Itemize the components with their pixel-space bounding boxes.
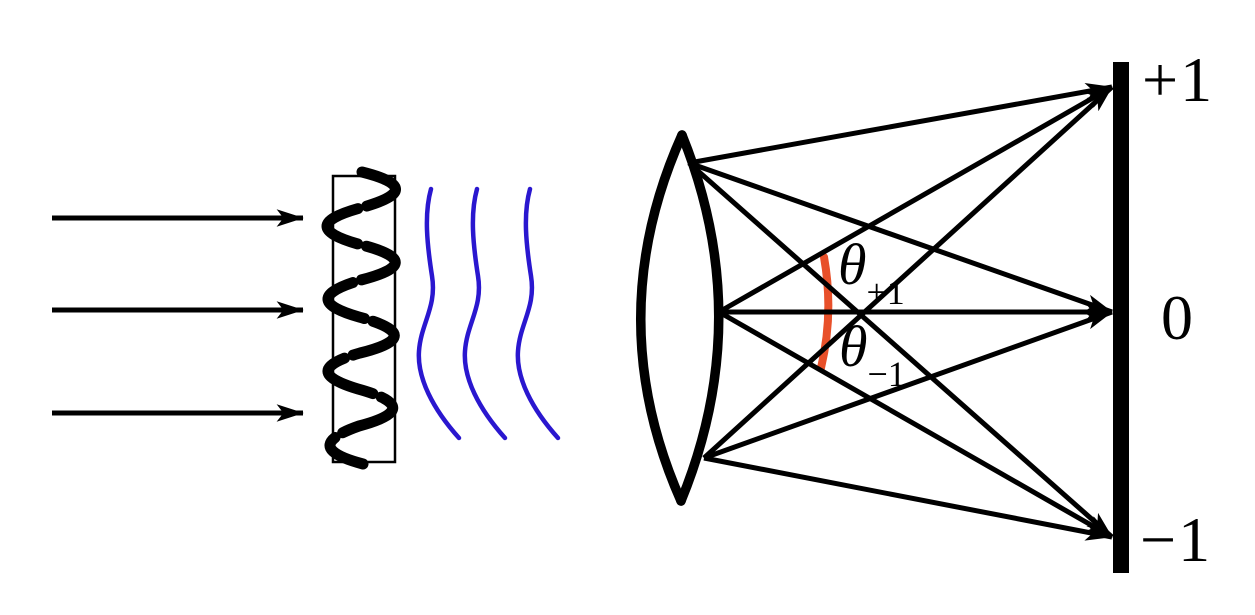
ray-top-to-plus1	[688, 83, 1113, 166]
wavefront-curve	[515, 186, 561, 441]
order-label-zero: 0	[1161, 282, 1195, 353]
incident-arrows	[52, 209, 304, 422]
ray-mid-to-minus1	[717, 309, 1114, 540]
order-label-plus1: +1	[1142, 44, 1215, 115]
ray-bot-to-plus1	[702, 85, 1114, 460]
lens	[636, 130, 724, 506]
ray-bot-to-minus1	[703, 455, 1113, 541]
rays	[687, 83, 1114, 541]
grating-squiggle	[321, 166, 401, 470]
wavefronts	[416, 186, 561, 441]
ray-top-to-zero	[688, 160, 1113, 315]
wavefront-curve	[416, 186, 462, 441]
theta-symbol: θ	[838, 232, 867, 297]
wavefront-curve	[462, 186, 508, 441]
ray-mid-to-plus1	[717, 84, 1114, 315]
screen-bar	[1113, 62, 1129, 573]
angle-label-theta-minus1: θ−1	[839, 318, 906, 393]
lens-left-surface	[636, 130, 687, 506]
angle-label-theta-plus1: θ+1	[838, 236, 905, 311]
ray-top-to-minus1	[687, 161, 1114, 539]
theta-symbol: θ	[839, 314, 868, 379]
order-label-minus1: −1	[1140, 504, 1213, 575]
theta-subscript: +1	[866, 272, 905, 312]
theta-subscript: −1	[867, 354, 906, 394]
lens-right-surface	[676, 130, 724, 506]
ray-bot-to-zero	[703, 309, 1113, 461]
ink-layer	[52, 130, 724, 506]
